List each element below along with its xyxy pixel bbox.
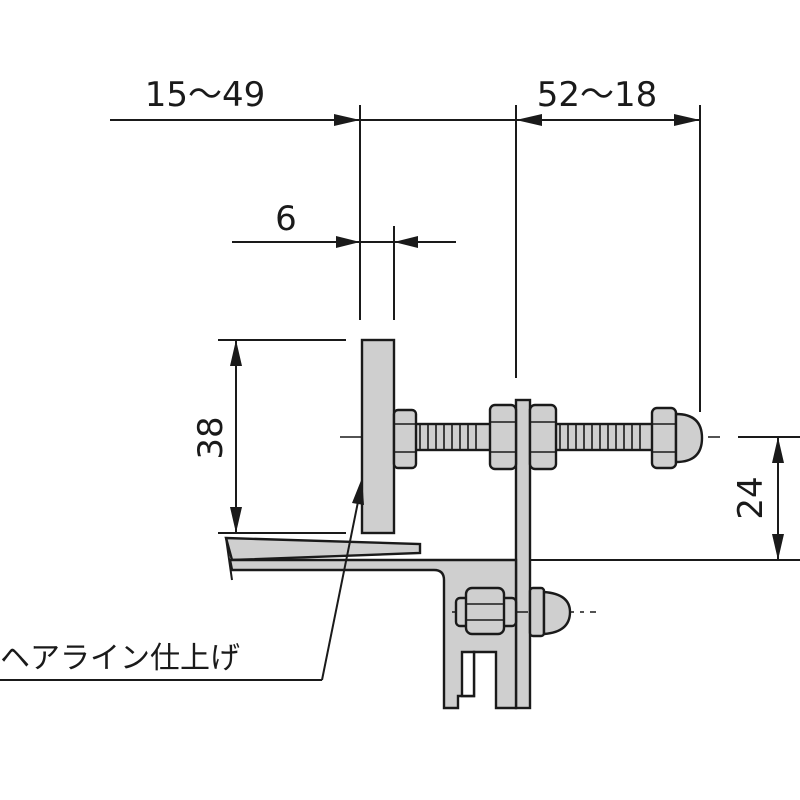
mounting-bracket [514, 398, 532, 710]
lower-cap-nut [528, 586, 572, 638]
dimension-label-overall-left: 15〜49 [145, 75, 266, 115]
dimension-label-plate-thickness: 6 [275, 199, 297, 239]
finish-leader [0, 478, 364, 681]
dimension-plate-height [218, 339, 346, 534]
hairline-plate [360, 338, 396, 535]
bracket-nut-right [528, 403, 558, 471]
base-sheet [224, 536, 422, 581]
rail-profile [228, 558, 518, 710]
dimension-label-bolt-height: 24 [731, 476, 771, 519]
lower-bolt [454, 586, 518, 636]
cap-nut [650, 406, 704, 470]
dimension-plate-thickness [232, 226, 456, 320]
plate-nut [392, 408, 418, 470]
finish-note: ヘアライン仕上げ [0, 641, 240, 676]
bracket-nut-left [488, 403, 518, 471]
dimension-bolt-height [530, 436, 800, 561]
dimension-overall [110, 105, 701, 412]
dimension-label-plate-height: 38 [191, 416, 231, 459]
dimension-label-overall-right: 52〜18 [537, 75, 658, 115]
